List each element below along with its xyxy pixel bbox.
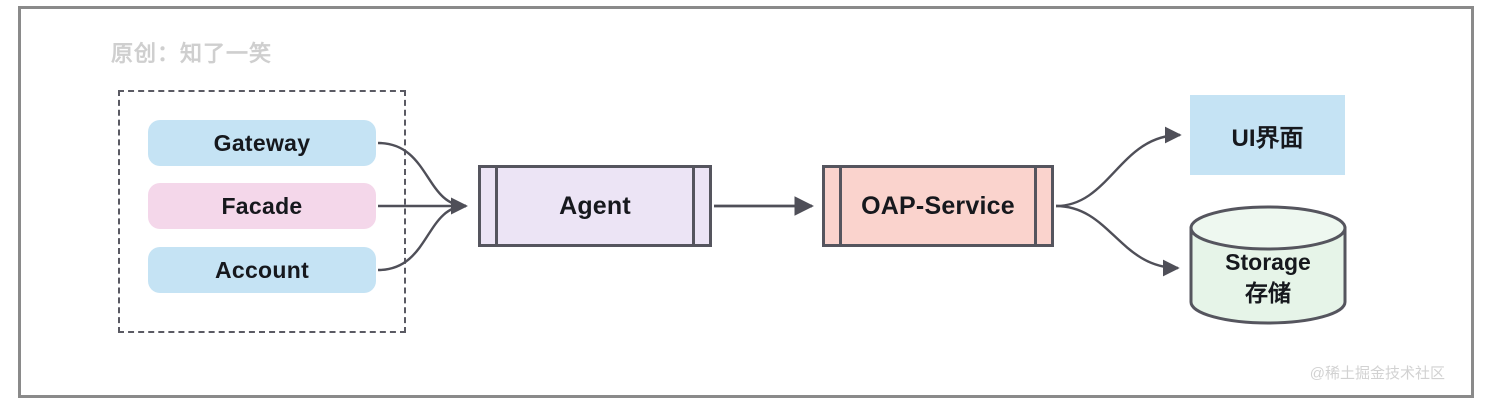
node-facade[interactable]: Facade — [148, 183, 376, 229]
node-facade-label: Facade — [221, 192, 303, 219]
node-gateway[interactable]: Gateway — [148, 120, 376, 166]
node-agent-label: Agent — [559, 191, 631, 220]
component-band-right — [692, 168, 695, 244]
node-storage[interactable]: Storage 存储 — [1188, 204, 1348, 326]
cylinder-icon — [1189, 205, 1347, 325]
node-storage-labels: Storage 存储 — [1188, 230, 1348, 326]
node-ui-interface-label: UI界面 — [1231, 124, 1304, 152]
node-account-label: Account — [214, 256, 310, 283]
component-band-right — [1034, 168, 1037, 244]
node-account[interactable]: Account — [148, 247, 376, 293]
credit-text: 原创：知了一笑 — [111, 41, 273, 66]
node-oap-service[interactable]: OAP-Service — [822, 165, 1054, 247]
node-storage-label-cn: 存储 — [1245, 280, 1291, 306]
node-gateway-label: Gateway — [213, 129, 311, 156]
component-band-left — [495, 168, 498, 244]
node-ui-interface[interactable]: UI界面 — [1190, 95, 1345, 175]
component-band-left — [839, 168, 842, 244]
node-storage-label-en: Storage — [1225, 248, 1311, 275]
node-oap-service-label: OAP-Service — [861, 191, 1015, 220]
node-agent[interactable]: Agent — [478, 165, 712, 247]
watermark-text: @稀土掘金技术社区 — [1309, 365, 1445, 382]
